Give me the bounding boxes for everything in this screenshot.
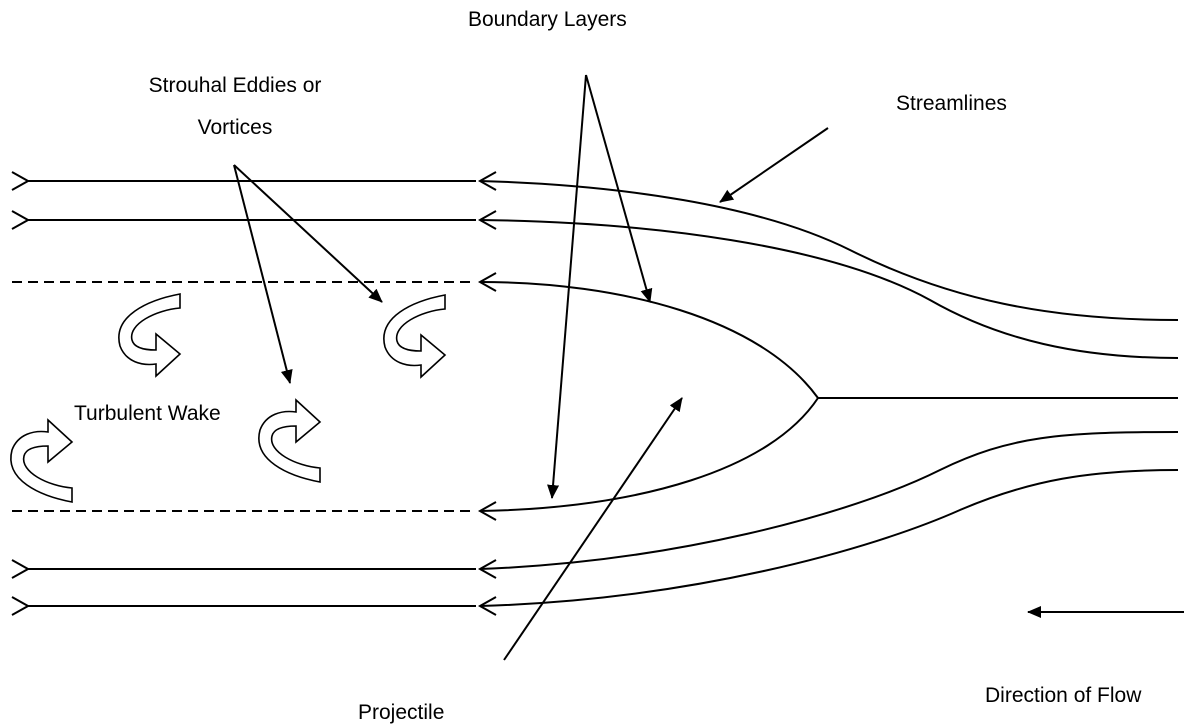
label-turbulent-wake: Turbulent Wake [74, 402, 221, 425]
arrowhead-511 [477, 501, 497, 521]
arrowhead-569 [477, 559, 497, 579]
vortex-icon [383, 294, 447, 379]
vortex-icon [258, 398, 322, 483]
arrowhead-282 [477, 272, 497, 292]
pointer-arrows [233, 74, 1184, 661]
streamline-upper [479, 219, 1179, 359]
label-boundary-layers: Boundary Layers [468, 8, 627, 31]
pointer-eddies-left [233, 164, 293, 384]
pointer-projectile [503, 397, 683, 661]
streamline-bottom [479, 469, 1179, 607]
streamline-top [479, 180, 1179, 321]
vortices [10, 293, 447, 503]
label-projectile: Projectile [358, 701, 445, 724]
label-streamlines: Streamlines [896, 92, 1007, 115]
arrowhead-181 [477, 171, 497, 191]
arrowhead-606 [477, 596, 497, 616]
pointer-boundary-lower [547, 74, 587, 499]
left-arrows [28, 181, 476, 606]
vortex-icon [10, 418, 74, 503]
junction-arrowheads [477, 171, 497, 616]
arrowhead-220 [477, 210, 497, 230]
upper-streamlines [479, 180, 1179, 359]
vortex-icon [118, 293, 182, 378]
label-direction-of-flow: Direction of Flow [985, 684, 1142, 707]
lower-streamlines [479, 431, 1179, 607]
projectile-outline [479, 281, 820, 512]
pointer-streamlines [719, 127, 829, 203]
streamline-lower [479, 431, 1179, 570]
label-eddies-line2: Vortices [197, 116, 273, 139]
pointer-eddies-right [233, 164, 383, 303]
pointer-boundary-upper [585, 74, 653, 303]
label-eddies-line1: Strouhal Eddies or [148, 74, 322, 97]
wake-boundaries [12, 281, 476, 512]
projectile-body [479, 281, 1178, 512]
